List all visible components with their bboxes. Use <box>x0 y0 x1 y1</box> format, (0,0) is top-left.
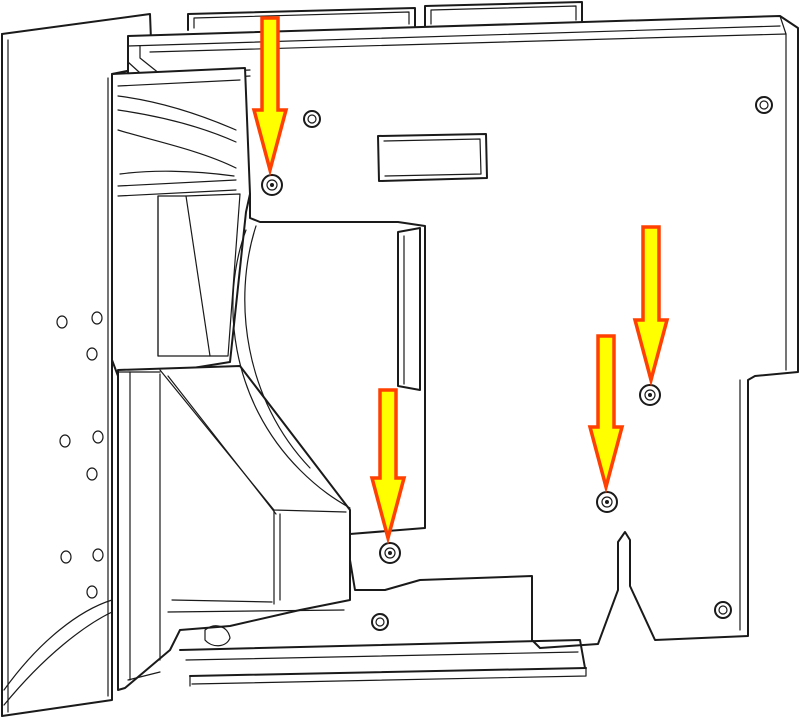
bottom-rails <box>179 625 587 687</box>
screw-right-upper <box>639 384 661 406</box>
left-side-frame <box>1 13 153 717</box>
left-plate-holes <box>56 311 104 599</box>
arrow-top-left <box>251 16 289 177</box>
main-mounting-plate <box>127 15 799 649</box>
screw-bottom-center <box>379 542 401 564</box>
arrow-right-lower <box>587 334 625 494</box>
top-flange-tabs <box>187 1 583 31</box>
rectangular-slot <box>377 133 488 182</box>
other-holes <box>303 96 773 631</box>
screw-top-left <box>261 174 283 196</box>
vertical-rib <box>397 225 426 529</box>
indicator-arrows <box>251 16 670 545</box>
arrow-right-upper <box>632 225 670 387</box>
screw-right-lower <box>596 491 618 513</box>
screws <box>261 174 661 564</box>
arrow-bottom-center <box>369 388 407 545</box>
duct-housing <box>111 67 351 691</box>
